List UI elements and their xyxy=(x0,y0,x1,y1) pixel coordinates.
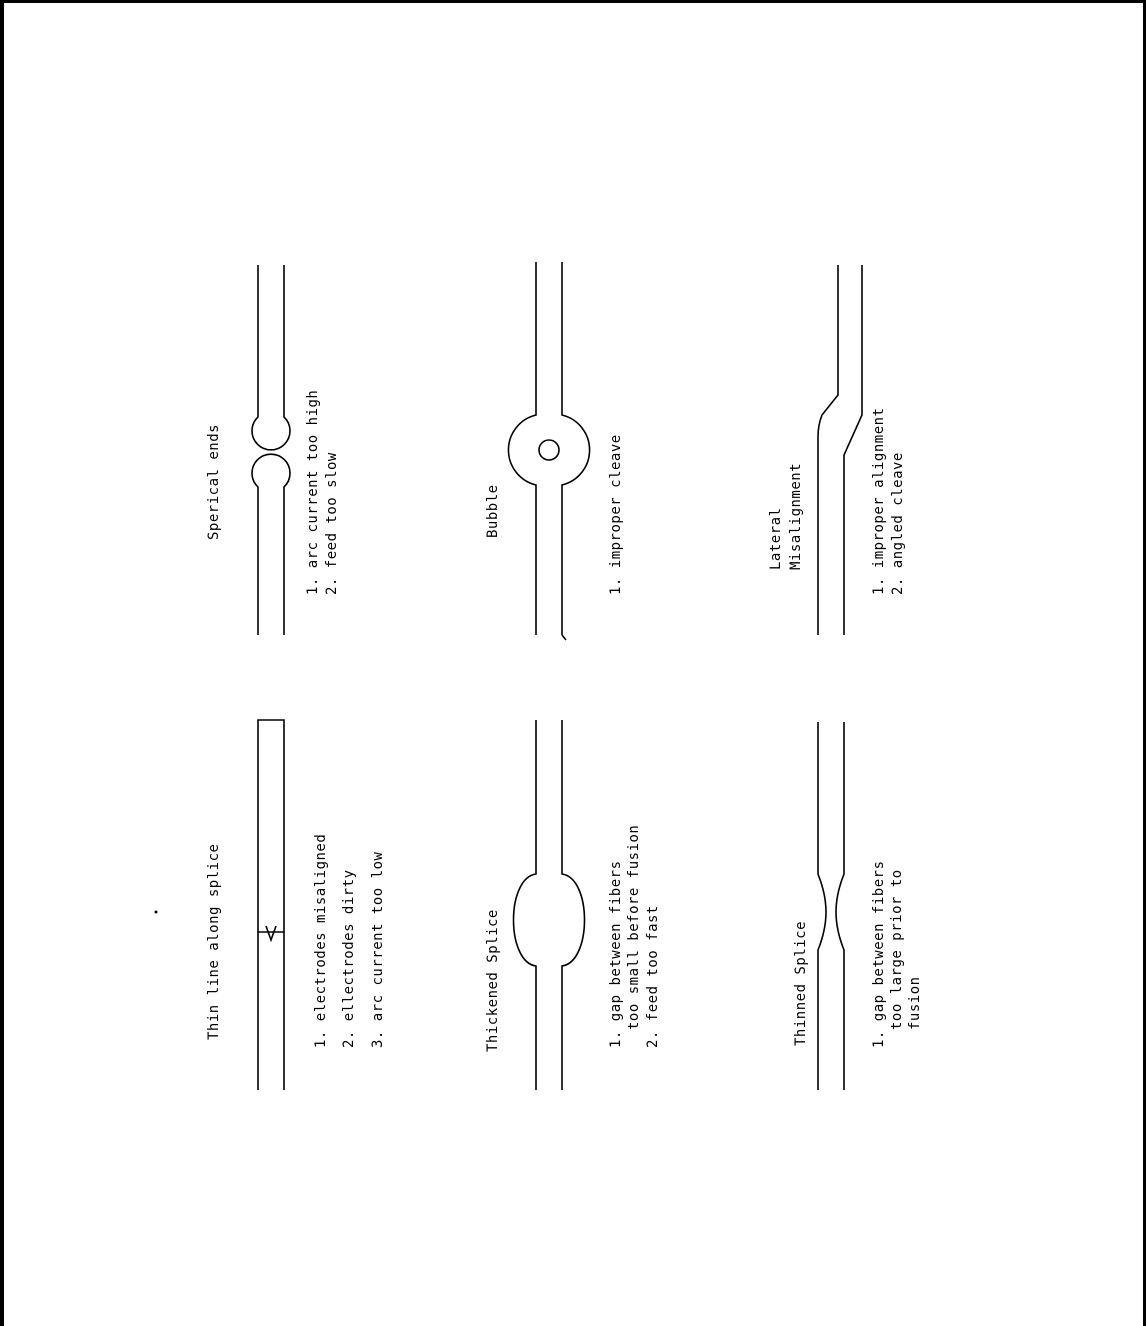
lateral-cause-1: 1. improper alignment xyxy=(871,407,887,595)
spherical-ends-fiber-shape xyxy=(251,265,291,635)
diagram-thin-line: Thin line along splice 1. electrodes mis… xyxy=(206,719,386,1090)
lateral-cause-2: 2. angled cleave xyxy=(890,452,906,595)
spherical-ends-title: Sperical ends xyxy=(206,424,222,540)
thin-line-title: Thin line along splice xyxy=(206,844,222,1040)
thickened-cause-1: 1. gap between fibers xyxy=(608,860,624,1048)
bubble-fiber-shape xyxy=(507,262,591,641)
thinned-fiber-shape xyxy=(817,722,845,1090)
diagram-thinned-splice: Thinned Splice 1. gap between fibers too… xyxy=(793,722,923,1090)
thin-line-fiber-shape xyxy=(257,719,285,1090)
thin-line-cause-1: 1. electrodes misaligned xyxy=(313,834,329,1048)
diagram-bubble: Bubble 1. improper cleave xyxy=(485,262,624,641)
lateral-title-line-2: Misalignment xyxy=(788,463,804,570)
lateral-fiber-shape xyxy=(817,265,863,635)
thickened-cause-2: 2. feed too fast xyxy=(645,905,661,1048)
diagram-spherical-ends: Sperical ends 1. arc current too high 2.… xyxy=(206,265,340,635)
spherical-ends-cause-2: 2. feed too slow xyxy=(324,452,340,595)
spherical-ends-cause-1: 1. arc current too high xyxy=(305,390,321,595)
thinned-cause-1-cont: too large prior to xyxy=(889,869,905,1030)
bubble-title: Bubble xyxy=(485,484,501,538)
thin-line-cause-3: 3. arc current too low xyxy=(370,851,386,1048)
thinned-cause-1-cont-2: fusion xyxy=(907,976,923,1030)
bubble-cause-1: 1. improper cleave xyxy=(608,434,624,595)
diagram-thickened-splice: Thickened Splice 1. gap between fibers t… xyxy=(485,720,661,1090)
thickened-fiber-shape xyxy=(512,720,586,1090)
scan-speck xyxy=(154,910,158,914)
bubble-void-circle xyxy=(538,439,560,461)
thin-line-cause-2: 2. ellectrodes dirty xyxy=(341,869,357,1048)
thinned-title: Thinned Splice xyxy=(793,921,809,1046)
thickened-cause-1-cont: too small before fusion xyxy=(626,825,642,1030)
lateral-title-line-1: Lateral xyxy=(768,507,784,570)
thickened-title: Thickened Splice xyxy=(485,909,501,1052)
diagram-lateral-misalignment: Lateral Misalignment 1. improper alignme… xyxy=(768,265,906,635)
thinned-cause-1: 1. gap between fibers xyxy=(871,860,887,1048)
